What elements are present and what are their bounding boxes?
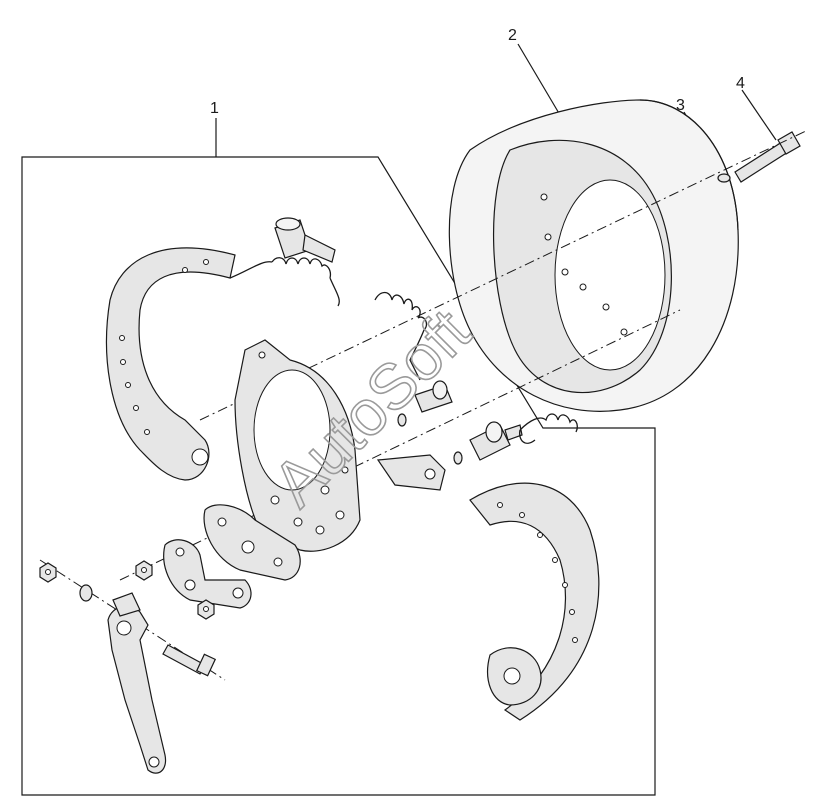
middle-return-spring[interactable]: [374, 291, 428, 381]
small-washer[interactable]: [453, 451, 463, 465]
flat-washer-left[interactable]: [79, 584, 93, 602]
drum-bolt[interactable]: [734, 131, 801, 183]
anchor-pin-lower[interactable]: [469, 421, 523, 461]
callout-leader-2: [517, 43, 561, 116]
clevis-pin[interactable]: [162, 644, 217, 677]
upper-return-spring[interactable]: [229, 257, 340, 307]
lock-washer[interactable]: [717, 173, 731, 183]
roller-pin[interactable]: [414, 380, 453, 413]
callout-leader-4: [741, 89, 777, 141]
lower-return-spring[interactable]: [519, 413, 578, 444]
callout-4[interactable]: 4: [736, 75, 745, 92]
cam-lever-bracket[interactable]: [163, 539, 252, 609]
backing-plate[interactable]: [234, 339, 361, 552]
slack-adjuster-lever[interactable]: [107, 592, 167, 774]
hex-nut-center[interactable]: [135, 560, 153, 581]
brake-drum[interactable]: [448, 99, 739, 412]
axis-line-upper: [199, 129, 809, 421]
pin-washer[interactable]: [397, 413, 407, 427]
anchor-bracket[interactable]: [376, 454, 446, 491]
lower-brake-shoe[interactable]: [469, 482, 600, 721]
upper-brake-shoe[interactable]: [105, 247, 236, 481]
hex-nut-left[interactable]: [39, 562, 57, 583]
callout-2[interactable]: 2: [508, 27, 517, 44]
hex-nut-lower[interactable]: [197, 599, 215, 620]
assembly-frame: [21, 156, 656, 796]
callout-3[interactable]: 3: [676, 97, 685, 114]
mounting-plate[interactable]: [203, 504, 301, 581]
anchor-pin-upper[interactable]: [274, 217, 336, 263]
callout-1[interactable]: 1: [210, 100, 219, 117]
